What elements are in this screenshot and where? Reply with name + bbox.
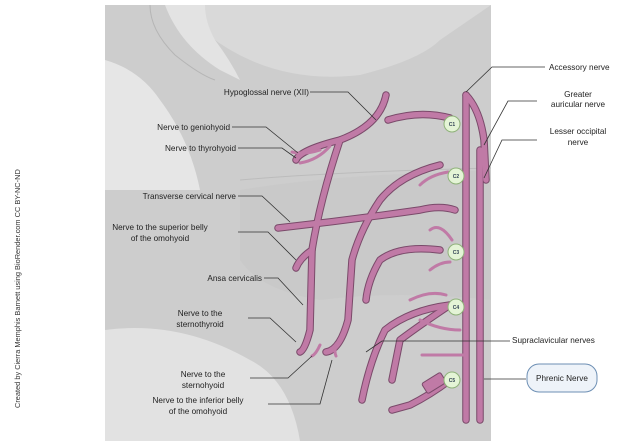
credit-text: Created by Cierra Memphis Barnett using … (13, 169, 22, 408)
label-geniohyoid: Nerve to geniohyoid (157, 123, 230, 132)
root-markers: C1 C2 C3 C4 C5 (443, 115, 465, 389)
label-accessory: Accessory nerve (549, 63, 610, 72)
omohyoid-superior-branch (293, 247, 315, 271)
label-sternohyoid-2: sternohyoid (182, 381, 225, 390)
svg-text:C5: C5 (449, 378, 456, 384)
c1-communicating-branch (385, 111, 453, 123)
label-sternohyoid: Nerve to the (181, 370, 226, 379)
label-supraclavicular: Supraclavicular nerves (512, 336, 595, 345)
label-greater-auricular-2: auricular nerve (551, 100, 606, 109)
label-sternothyroid-2: sternothyroid (176, 320, 224, 329)
label-hypoglossal: Hypoglossal nerve (XII) (224, 88, 309, 97)
phrenic-nerve-box: Phrenic Nerve (526, 363, 598, 393)
nerve-network (274, 91, 490, 424)
label-lesser-occipital: Lesser occipital (550, 127, 607, 136)
label-phrenic: Phrenic Nerve (536, 374, 588, 383)
root-c2: C2 (447, 167, 465, 185)
c4-branch (389, 302, 453, 383)
svg-text:C1: C1 (449, 122, 456, 128)
greater-auricular-branch (463, 92, 489, 183)
label-omohyoid-superior-2: of the omohyoid (131, 234, 190, 243)
labels-right: Accessory nerve Greater auricular nerve … (512, 63, 610, 393)
label-transverse-cervical: Transverse cervical nerve (143, 192, 237, 201)
label-thyrohyoid: Nerve to thyrohyoid (165, 144, 236, 153)
label-omohyoid-inferior: Nerve to the inferior belly (152, 396, 244, 405)
label-sternothyroid: Nerve to the (178, 309, 223, 318)
label-ansa-cervicalis: Ansa cervicalis (207, 274, 262, 283)
labels-left: Hypoglossal nerve (XII) Nerve to geniohy… (112, 88, 309, 416)
root-c3: C3 (447, 243, 465, 261)
svg-text:C4: C4 (453, 305, 460, 311)
root-c1: C1 (443, 115, 461, 133)
supraclavicular-branch (359, 302, 453, 403)
label-lesser-occipital-2: nerve (568, 138, 589, 147)
ansa-inferior-root (323, 162, 443, 355)
leader-lines (232, 66, 545, 405)
label-omohyoid-superior: Nerve to the superior belly (112, 223, 208, 232)
root-c4: C4 (447, 298, 465, 316)
c3-branch (363, 246, 443, 303)
svg-text:C2: C2 (453, 174, 460, 180)
label-greater-auricular: Greater (564, 90, 592, 99)
label-omohyoid-inferior-2: of the omohyoid (169, 407, 228, 416)
root-c5: C5 (443, 371, 461, 389)
svg-text:C3: C3 (453, 250, 460, 256)
transverse-cervical-nerve (275, 204, 458, 231)
